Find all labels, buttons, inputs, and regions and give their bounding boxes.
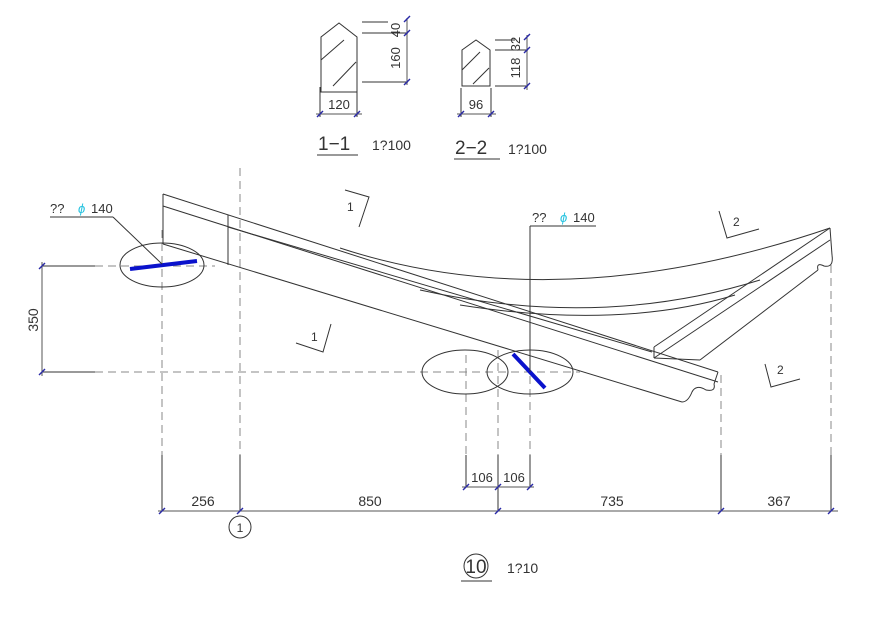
section-mark-2-bottom: 2	[777, 363, 784, 377]
dim-256: 256	[191, 493, 215, 509]
section-2-top-height: 32	[508, 37, 523, 51]
dim-106-right: 106	[503, 470, 525, 485]
drawing-scale: 1?10	[507, 560, 538, 576]
mid-joint-ellipse-a	[421, 349, 509, 395]
section-2-title: 2−2	[455, 138, 487, 159]
section-2-width: 96	[469, 97, 483, 112]
dim-106-left: 106	[471, 470, 493, 485]
callout-mid-prefix: ??	[532, 210, 546, 225]
callout-left-value: 140	[91, 201, 113, 216]
section-2-body-height: 118	[508, 58, 523, 79]
dim-850: 850	[358, 493, 382, 509]
dim-367: 367	[767, 493, 791, 509]
callout-left: ?? ϕ 140	[50, 201, 163, 265]
axis-label: 1	[237, 521, 244, 535]
section-mark-1-bottom: 1	[311, 330, 318, 344]
phi-symbol: ϕ	[560, 210, 567, 225]
section-2-profile	[461, 39, 491, 87]
section-1-1: 40 160 120 1−1 1?100	[316, 15, 411, 156]
section-2-scale: 1?100	[508, 141, 547, 157]
phi-symbol: ϕ	[78, 201, 85, 216]
left-joint-ellipse	[119, 242, 205, 288]
curved-rafter	[339, 227, 833, 361]
section-1-width: 120	[328, 97, 350, 112]
center-lines	[95, 168, 832, 460]
section-1-title: 1−1	[318, 134, 350, 155]
section-1-profile	[320, 22, 358, 93]
main-beam	[162, 193, 719, 403]
dim-350-label: 350	[25, 308, 41, 332]
axis-bubble-1: 1	[228, 515, 252, 539]
mid-member-highlight	[511, 352, 547, 390]
section-1-scale: 1?100	[372, 137, 411, 153]
section-mark-1-top: 1	[347, 200, 354, 214]
drawing-title: 10 1?10	[461, 553, 538, 582]
dim-vertical-350: 350	[25, 262, 95, 376]
callout-mid: ?? ϕ 140	[529, 210, 596, 372]
section-2-2: 32 118 96 2−2 1?100	[454, 33, 547, 160]
dim-horizontal: 256 850 735 367 106 106	[158, 455, 838, 515]
beam-end-ornament	[681, 383, 715, 403]
section-mark-2-top: 2	[733, 215, 740, 229]
section-marks: 1 1 2 2	[295, 189, 801, 388]
callout-mid-value: 140	[573, 210, 595, 225]
callout-left-prefix: ??	[50, 201, 64, 216]
drawing-number: 10	[465, 557, 486, 578]
left-member-highlight	[129, 259, 198, 271]
section-1-body-height: 160	[388, 47, 403, 69]
section-1-top-height: 40	[388, 23, 403, 37]
rafter-end-ornament	[817, 254, 833, 271]
dim-735: 735	[600, 493, 624, 509]
